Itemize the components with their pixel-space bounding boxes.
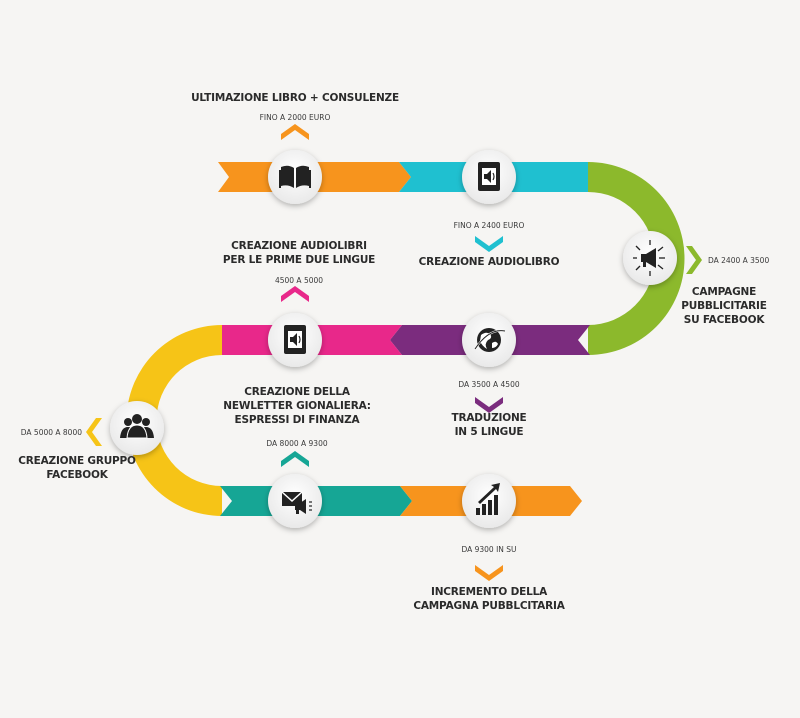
- step8-price: DA 9300 IN SU: [461, 545, 517, 554]
- chevron-up-magenta-icon: [281, 286, 309, 302]
- globe-icon: [474, 328, 506, 352]
- growth-chart-icon: [476, 483, 500, 515]
- chevron-left-yellow-icon: [86, 418, 102, 446]
- step6-price: DA 5000 A 8000: [20, 428, 82, 437]
- road: [126, 162, 685, 516]
- step7-title: CREAZIONE DELLA NEWLETTER GIONALIERA: ES…: [223, 386, 371, 426]
- chevron-down-orange-icon: [475, 565, 503, 581]
- road-segment-green-curve: [588, 162, 685, 355]
- newsletter-icon: [281, 491, 312, 514]
- open-book-icon: [279, 165, 311, 188]
- chevron-down-purple-icon: [475, 397, 503, 413]
- step4-price: DA 3500 A 4500: [458, 380, 520, 389]
- road-segment-yellow-curve: [126, 325, 222, 516]
- step7-price: DA 8000 A 9300: [266, 439, 328, 448]
- chevrons: [86, 124, 702, 581]
- milestone-step1: [268, 150, 322, 204]
- chevron-up-teal-icon: [281, 451, 309, 467]
- step2-title: CREAZIONE AUDIOLIBRO: [418, 256, 560, 268]
- megaphone-icon: [633, 240, 665, 276]
- milestones: [110, 150, 677, 528]
- step5-title: CREAZIONE AUDIOLIBRI PER LE PRIME DUE LI…: [222, 240, 376, 266]
- milestone-step3: [623, 231, 677, 285]
- milestone-step7: [268, 474, 322, 528]
- step3-title: CAMPAGNE PUBBLICITARIE SU FACEBOOK: [681, 286, 767, 326]
- chevron-right-green-icon: [686, 246, 702, 274]
- step2-price: FINO A 2400 EURO: [453, 221, 525, 230]
- step8-title: INCREMENTO DELLA CAMPAGNA PUBBLCITARIA: [413, 586, 565, 612]
- milestone-step6: [110, 401, 164, 455]
- step1-price: FINO A 2000 EURO: [259, 113, 331, 122]
- group-icon: [120, 414, 154, 439]
- chevron-up-orange-icon: [281, 124, 309, 140]
- step4-title: TRADUZIONE IN 5 LINGUE: [451, 412, 527, 438]
- step5-price: 4500 A 5000: [274, 276, 324, 285]
- milestone-step5: [268, 313, 322, 367]
- step3-price: DA 2400 A 3500: [708, 256, 770, 265]
- step1-title: ULTIMAZIONE LIBRO + CONSULENZE: [191, 92, 399, 104]
- step6-title: CREAZIONE GRUPPO FACEBOOK: [18, 455, 136, 481]
- milestone-step8: [462, 474, 516, 528]
- chevron-down-cyan-icon: [475, 236, 503, 252]
- milestone-step4: [462, 313, 516, 367]
- audiobook-icon: [478, 162, 500, 191]
- milestone-step2: [462, 150, 516, 204]
- audiobook-icon: [284, 325, 306, 354]
